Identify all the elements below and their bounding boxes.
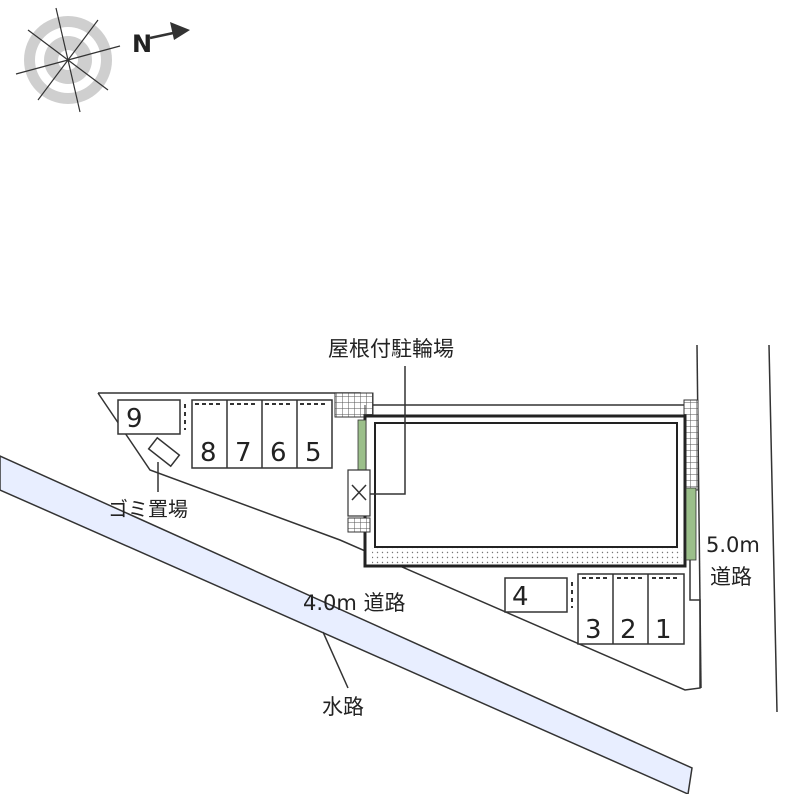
building-inner (374, 422, 678, 548)
parking-number-2: 2 (620, 615, 637, 645)
parking-number-3: 3 (585, 615, 602, 645)
parking-space-9: 9 (117, 399, 186, 435)
parking-number-9: 9 (126, 404, 143, 434)
waterway-label-leader (322, 631, 349, 689)
garbage-label: ゴミ置場 (108, 497, 188, 521)
bicycle-label-leader (370, 366, 406, 495)
road-edge-right (768, 344, 778, 713)
parking-number-8: 8 (200, 438, 217, 468)
waterway (0, 455, 693, 794)
north-arrow-icon: N (132, 22, 190, 58)
parking-number-5: 5 (305, 438, 322, 468)
road-4m-label: 4.0m 道路 (303, 591, 406, 615)
parking-space-4: 4 (504, 577, 573, 613)
waterway-label: 水路 (322, 695, 364, 719)
greenery-strip-right (685, 487, 697, 561)
north-label: N (132, 30, 152, 58)
parking-number-7: 7 (235, 438, 252, 468)
garbage-area-icon (147, 436, 181, 468)
bicycle-shelter-icon (347, 469, 371, 533)
parking-number-4: 4 (512, 582, 529, 612)
bicycle-parking-label: 屋根付駐輪場 (328, 337, 454, 361)
greenery-strip-left (357, 419, 367, 471)
road-5m-width-label: 5.0m (706, 533, 760, 557)
parking-row-8-5: 8 7 6 5 (191, 399, 333, 469)
parking-number-1: 1 (655, 615, 672, 645)
parking-number-6: 6 (270, 438, 287, 468)
road-edge-left (696, 344, 702, 689)
building-dot-strip (372, 548, 682, 564)
compass-rose-icon (15, 7, 121, 113)
road-5m-word-label: 道路 (710, 565, 752, 589)
parking-row-3-1: 3 2 1 (577, 573, 685, 645)
hatched-area (334, 392, 374, 418)
